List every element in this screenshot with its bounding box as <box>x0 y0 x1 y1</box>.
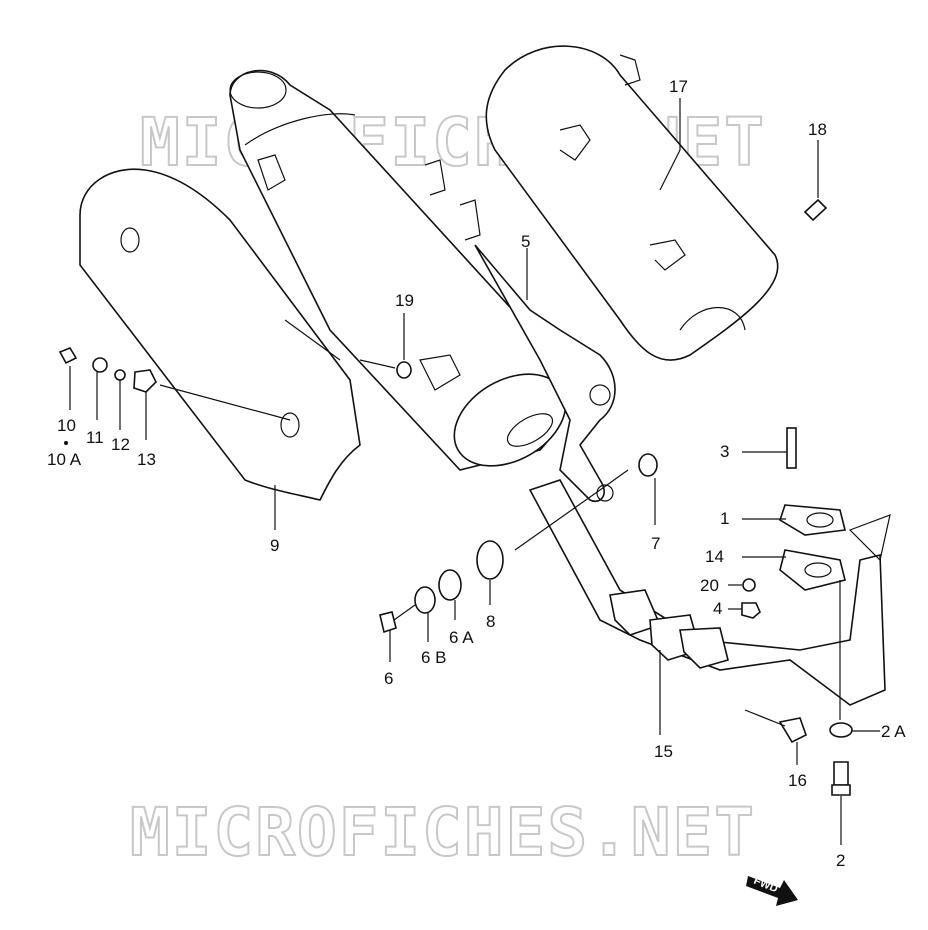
part-7-collar <box>638 453 658 477</box>
part-6a-washer <box>438 569 462 601</box>
part-3-stud <box>786 427 797 469</box>
part-2a-washer <box>829 722 853 738</box>
callout-18: 18 <box>808 120 827 139</box>
callout-17: 17 <box>669 77 688 96</box>
callout-7: 7 <box>651 534 660 553</box>
callout-6b: 6 B <box>421 648 447 667</box>
part-18-bolt <box>803 198 828 222</box>
callout-10a-dot <box>64 441 68 445</box>
part-17-muffler-cover <box>485 45 779 361</box>
watermark-bottom: MICROFICHES.NET <box>130 794 756 871</box>
callout-15: 15 <box>654 742 673 761</box>
part-1-hole <box>806 512 834 528</box>
callout-19: 19 <box>395 291 414 310</box>
callout-6: 6 <box>384 669 393 688</box>
callout-10: 10 <box>57 416 76 435</box>
part-14-gasket-flange <box>779 549 846 591</box>
callout-13: 13 <box>137 450 156 469</box>
callout-14: 14 <box>705 547 724 566</box>
part-1-flange <box>779 504 846 536</box>
part-10-bolt <box>58 347 78 365</box>
part-16-shank <box>744 709 786 727</box>
callout-8: 8 <box>486 612 495 631</box>
callout-2: 2 <box>836 851 845 870</box>
part-20-washer <box>742 578 756 592</box>
part-6-bolt <box>379 604 416 634</box>
callout-10a: 10 A <box>47 450 82 469</box>
part-6b-collar <box>414 586 436 614</box>
callout-6a: 6 A <box>449 628 474 647</box>
part-14-hole <box>804 562 832 578</box>
callout-5: 5 <box>521 232 530 251</box>
muffler-mount-tab <box>419 354 461 391</box>
callout-20: 20 <box>700 576 719 595</box>
part-2-bolt-head <box>831 784 851 796</box>
callout-9: 9 <box>270 536 279 555</box>
fwd-arrow-icon <box>746 876 798 906</box>
callout-2a: 2 A <box>881 722 906 741</box>
fwd-direction-badge: FWD <box>746 875 798 906</box>
callout-3: 3 <box>720 442 729 461</box>
callout-16: 16 <box>788 771 807 790</box>
part-11-washer <box>92 357 108 373</box>
part-13-nut <box>133 369 157 393</box>
leader-lines <box>69 98 880 845</box>
part-19-grommet <box>396 361 412 379</box>
callout-11: 11 <box>86 428 104 447</box>
part-15-gasket-inner <box>679 627 729 669</box>
part-5-bracket <box>474 244 616 502</box>
part-9-heat-shield <box>79 168 361 501</box>
part-16-bolt <box>778 717 807 744</box>
part-4-nut <box>741 602 761 619</box>
part-8-grommet <box>476 540 504 580</box>
part-12-spacer <box>114 369 126 381</box>
part-2-bolt-shank <box>833 761 849 786</box>
callout-4: 4 <box>713 599 722 618</box>
callout-12: 12 <box>111 435 130 454</box>
callout-1: 1 <box>720 509 729 528</box>
